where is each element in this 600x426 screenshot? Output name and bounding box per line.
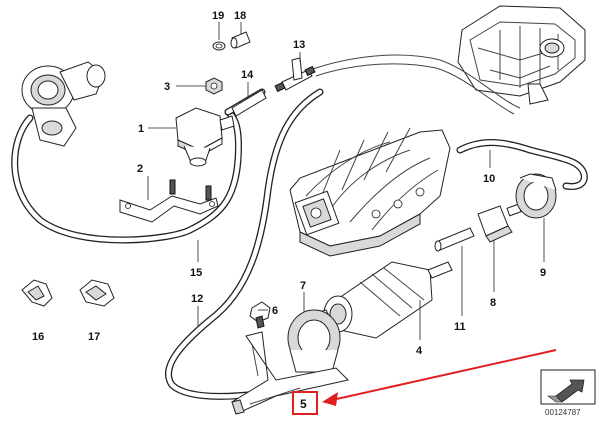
- part-16-clip: [21, 279, 53, 307]
- part-2-bracket: [119, 179, 219, 223]
- callout-5: 5: [300, 397, 307, 411]
- leader-lines: [147, 22, 545, 340]
- air-intake-housing: [457, 5, 586, 105]
- callout-2: 2: [137, 163, 143, 175]
- intake-manifold: [289, 127, 451, 257]
- callout-12: 12: [191, 293, 203, 305]
- part-5-holder: [231, 331, 349, 415]
- callout-18: 18: [234, 10, 246, 22]
- part-9-rubber-ring: [515, 173, 557, 219]
- part-7-clamp: [287, 309, 341, 373]
- callout-19: 19: [212, 10, 224, 22]
- callout-10: 10: [483, 173, 495, 185]
- part-13-t-connector: [274, 57, 316, 93]
- callout-15: 15: [190, 267, 202, 279]
- part-11-hose: [434, 227, 475, 252]
- red-pointer-arrow: [322, 349, 557, 406]
- part-1-valve: [175, 107, 235, 167]
- callout-16: 16: [32, 331, 44, 343]
- part-6-clip: [249, 301, 271, 329]
- part-18-sleeve: [230, 31, 251, 49]
- arrow-right-icon: [540, 369, 596, 405]
- callout-1: 1: [138, 123, 144, 135]
- part-17-clip: [79, 279, 115, 307]
- callout-6: 6: [272, 305, 278, 317]
- part-3-nut: [205, 77, 223, 95]
- part-8-damper: [477, 203, 522, 243]
- callout-14: 14: [241, 69, 254, 81]
- throttle-valve: [21, 61, 106, 147]
- callout-4: 4: [416, 345, 423, 357]
- diagram-code: 00124787: [545, 408, 581, 417]
- part-19-o-ring: [212, 41, 226, 51]
- callout-7: 7: [300, 280, 306, 292]
- callout-numbers: 19 18 13 3 14 1 2 10 15 7 6 12 16 17 11 …: [32, 10, 546, 357]
- highlighted-callout-5: 5: [292, 391, 318, 415]
- callout-17: 17: [88, 331, 100, 343]
- part-14-hose: [231, 89, 267, 117]
- callout-3: 3: [164, 81, 170, 93]
- callout-8: 8: [490, 297, 496, 309]
- callout-9: 9: [540, 267, 546, 279]
- callout-11: 11: [454, 321, 466, 333]
- callout-13: 13: [293, 39, 305, 51]
